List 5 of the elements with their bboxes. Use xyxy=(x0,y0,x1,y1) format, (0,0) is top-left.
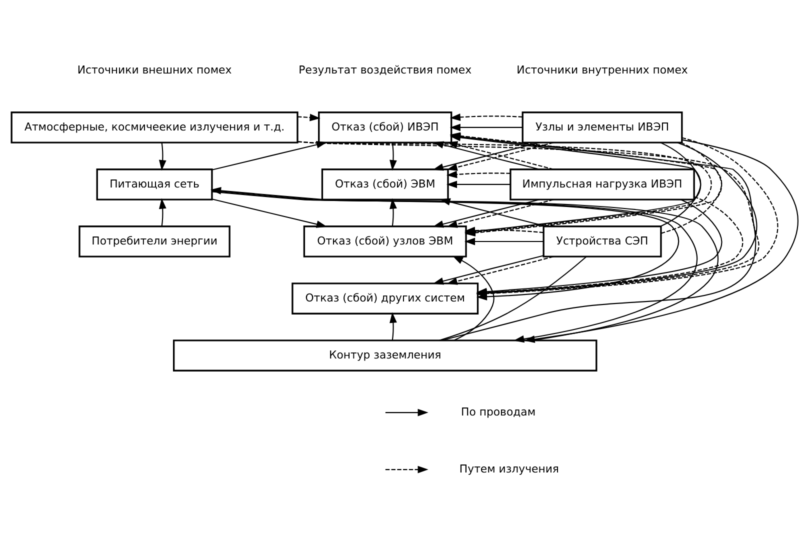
label: Источники внутренних помех xyxy=(516,63,688,76)
legend-label: Путем излучения xyxy=(459,462,559,476)
label: Результат воздействия помех xyxy=(298,63,472,76)
legend-label: По проводам xyxy=(461,405,536,418)
label: Источники внешних помех xyxy=(77,63,232,76)
